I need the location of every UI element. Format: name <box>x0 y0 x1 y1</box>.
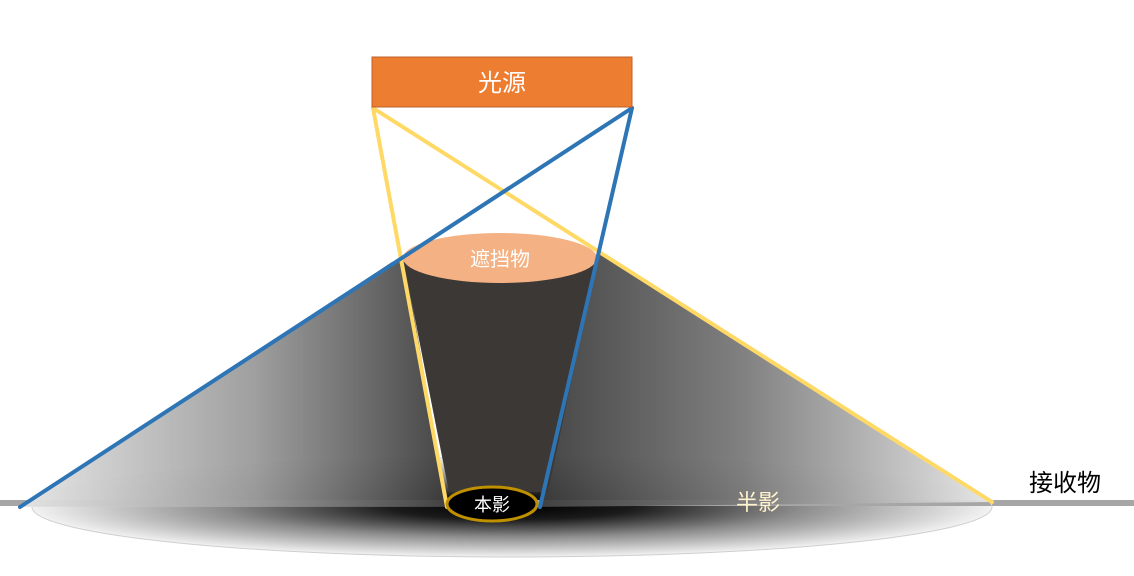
blue-ray-right <box>538 106 634 509</box>
yellow-ray-left <box>371 106 449 509</box>
light-source-label: 光源 <box>478 69 526 97</box>
light-source-box <box>371 56 633 108</box>
yellow-ray-cross <box>371 106 994 504</box>
right-penumbra <box>540 252 992 507</box>
obstacle-label: 遮挡物 <box>470 247 530 271</box>
receiver-label: 接收物 <box>1029 469 1101 497</box>
left-penumbra <box>20 262 447 507</box>
umbra-ring <box>445 485 539 523</box>
penumbra-label: 半影 <box>736 491 780 516</box>
umbra-label: 本影 <box>474 495 510 516</box>
obstacle-body <box>403 258 597 492</box>
blue-ray-cross <box>18 106 634 509</box>
obstacle-top <box>403 233 597 283</box>
